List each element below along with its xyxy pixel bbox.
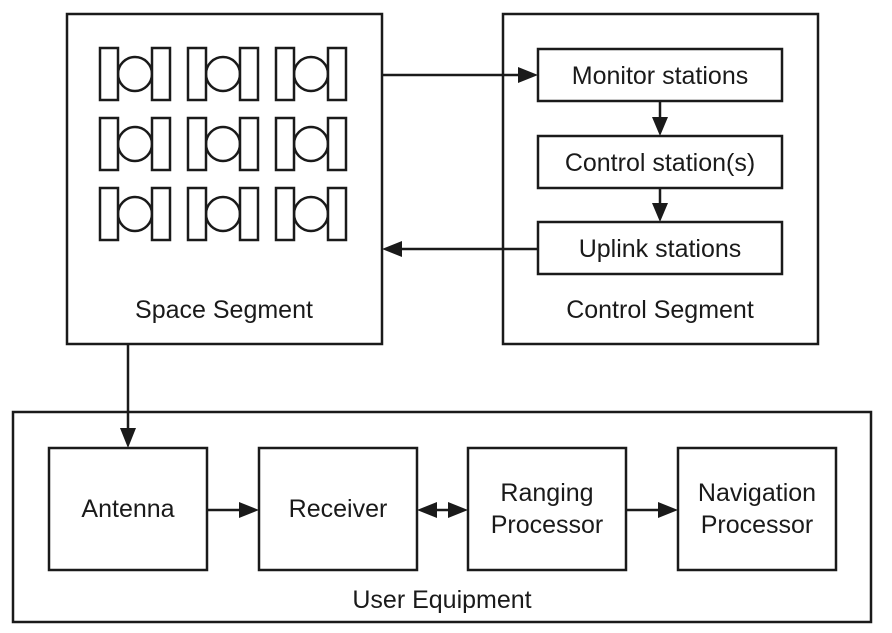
solar-panel-left [274,116,296,172]
control-segment-label: Control Segment [566,296,754,324]
satellite-body [292,125,330,163]
satellite-body [116,55,154,93]
solar-panel-right [238,116,260,172]
space-segment-label: Space Segment [135,296,313,324]
uplink-stations-label: Uplink stations [579,235,742,263]
control-stations-box [536,134,784,190]
satellite-icon [274,46,348,102]
navigation-processor-label-line1: Navigation [698,479,816,507]
solar-panel-left [186,116,208,172]
solar-panel-left [186,46,208,102]
arrow-receiver-ranging-bidirectional [417,502,468,518]
navigation-processor-box [676,446,838,572]
antenna-box [47,446,209,572]
satellite-icon [186,46,260,102]
user-equipment: Antenna Receiver Ranging Processor Navig… [11,410,873,624]
solar-panel-right [238,186,260,242]
antenna-label: Antenna [81,495,174,523]
solar-panel-left [98,46,120,102]
satellite-body [292,195,330,233]
solar-panel-right [150,186,172,242]
arrow-antenna-to-receiver [207,502,259,518]
ranging-processor-label-line1: Ranging [500,479,593,507]
ranging-processor-box [466,446,628,572]
navigation-processor-label-line2: Processor [701,511,814,539]
uplink-stations-box [536,220,784,276]
satellite-body [204,195,242,233]
solar-panel-left [186,186,208,242]
solar-panel-left [98,186,120,242]
satellite-icon [274,186,348,242]
solar-panel-left [98,116,120,172]
arrow-uplink-to-space [382,241,538,257]
satellite-body [292,55,330,93]
arrow-space-to-monitor [382,67,538,83]
solar-panel-right [150,116,172,172]
receiver-label: Receiver [289,495,388,523]
solar-panel-right [326,186,348,242]
solar-panel-left [274,46,296,102]
satellite-constellation [98,46,348,242]
solar-panel-right [326,116,348,172]
control-segment: Monitor stations Control station(s) Upli… [501,12,820,346]
solar-panel-left [274,186,296,242]
satellite-icon [186,116,260,172]
solar-panel-right [326,46,348,102]
space-segment: Space Segment [65,12,384,346]
ranging-processor-label-line2: Processor [491,511,604,539]
satellite-body [116,125,154,163]
satellite-body [116,195,154,233]
satellite-icon [274,116,348,172]
satellite-icon [98,186,172,242]
receiver-box [257,446,419,572]
satellite-icon [98,116,172,172]
arrow-ranging-to-navigation [626,502,678,518]
satellite-icon [186,186,260,242]
satellite-body [204,125,242,163]
satellite-body [204,55,242,93]
solar-panel-right [150,46,172,102]
satellite-icon [98,46,172,102]
solar-panel-right [238,46,260,102]
arrow-monitor-to-control [652,101,668,136]
control-stations-label: Control station(s) [565,149,755,177]
connectors [120,67,678,518]
monitor-stations-label: Monitor stations [572,62,748,90]
arrow-space-to-antenna [120,344,136,448]
arrow-control-to-uplink [652,188,668,222]
user-equipment-label: User Equipment [352,586,531,614]
